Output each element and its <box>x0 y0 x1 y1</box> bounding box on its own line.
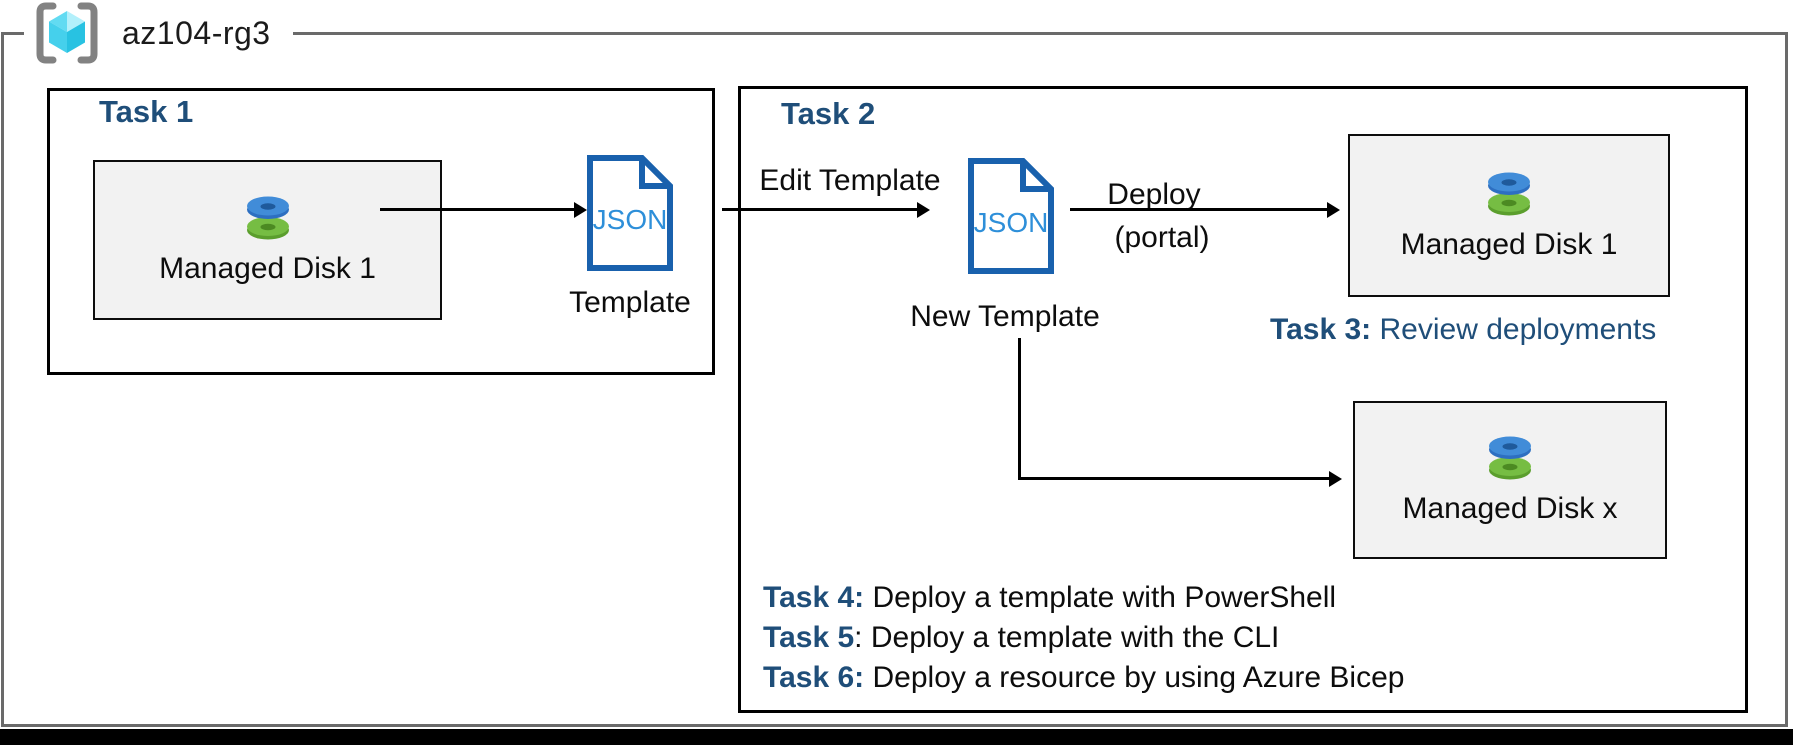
arrowhead-disk-to-template <box>574 201 587 218</box>
task-list: Task 4: Deploy a template with PowerShel… <box>763 578 1404 698</box>
connector-new-template-horizontal <box>1018 477 1330 480</box>
resource-group-icon <box>36 2 98 64</box>
managed-disk-1-box: Managed Disk 1 <box>93 160 442 320</box>
json-template-icon: JSON <box>587 155 673 271</box>
bottom-black-bar <box>0 729 1793 745</box>
deploy-label: Deploy <box>1107 178 1201 211</box>
deploy-portal-label: (portal) <box>1114 221 1210 254</box>
task5-row: Task 5: Deploy a template with the CLI <box>763 618 1404 658</box>
task3-annotation: Task 3: Review deployments <box>1270 313 1656 347</box>
connector-new-template-vertical <box>1018 338 1021 479</box>
new-template-caption: New Template <box>910 300 1100 333</box>
managed-disk-x-label: Managed Disk x <box>1402 492 1618 525</box>
json-new-template-icon-text: JSON <box>974 207 1049 238</box>
managed-disk-1-label: Managed Disk 1 <box>159 252 376 285</box>
managed-disk-icon <box>1489 436 1531 480</box>
managed-disk-x-box: Managed Disk x <box>1353 401 1667 559</box>
task6-row: Task 6: Deploy a resource by using Azure… <box>763 658 1404 698</box>
task4-text: Deploy a template with PowerShell <box>864 581 1337 614</box>
task5-text: : Deploy a template with the CLI <box>854 621 1280 654</box>
arrow-edit-template <box>722 208 918 211</box>
task3-prefix: Task 3: <box>1270 313 1372 346</box>
managed-disk-1-result-label: Managed Disk 1 <box>1400 227 1618 261</box>
arrowhead-edit-template <box>917 201 930 218</box>
json-template-icon-text: JSON <box>593 204 668 235</box>
resource-group-border <box>1 32 1788 727</box>
task1-title: Task 1 <box>99 94 194 129</box>
task2-title: Task 2 <box>781 96 876 131</box>
task4-row: Task 4: Deploy a template with PowerShel… <box>763 578 1404 618</box>
arrow-deploy <box>1070 208 1328 211</box>
task3-text: Review deployments <box>1371 313 1657 346</box>
managed-disk-icon <box>246 196 289 240</box>
template-caption: Template <box>569 286 691 319</box>
resource-group-label: az104-rg3 <box>122 14 271 51</box>
task5-prefix: Task 5 <box>763 621 855 654</box>
task6-prefix: Task 6: <box>763 661 865 694</box>
resource-group-header: az104-rg3 <box>24 0 293 66</box>
task4-prefix: Task 4: <box>763 581 865 614</box>
arrowhead-deploy <box>1327 201 1340 218</box>
arrowhead-to-disk-x <box>1329 470 1342 487</box>
managed-disk-1-result-box: Managed Disk 1 <box>1348 134 1670 297</box>
edit-template-label: Edit Template <box>759 164 941 197</box>
managed-disk-icon <box>1488 172 1530 215</box>
arrow-disk-to-template <box>380 208 576 211</box>
json-new-template-icon: JSON <box>968 158 1054 274</box>
task6-text: Deploy a resource by using Azure Bicep <box>864 661 1405 694</box>
